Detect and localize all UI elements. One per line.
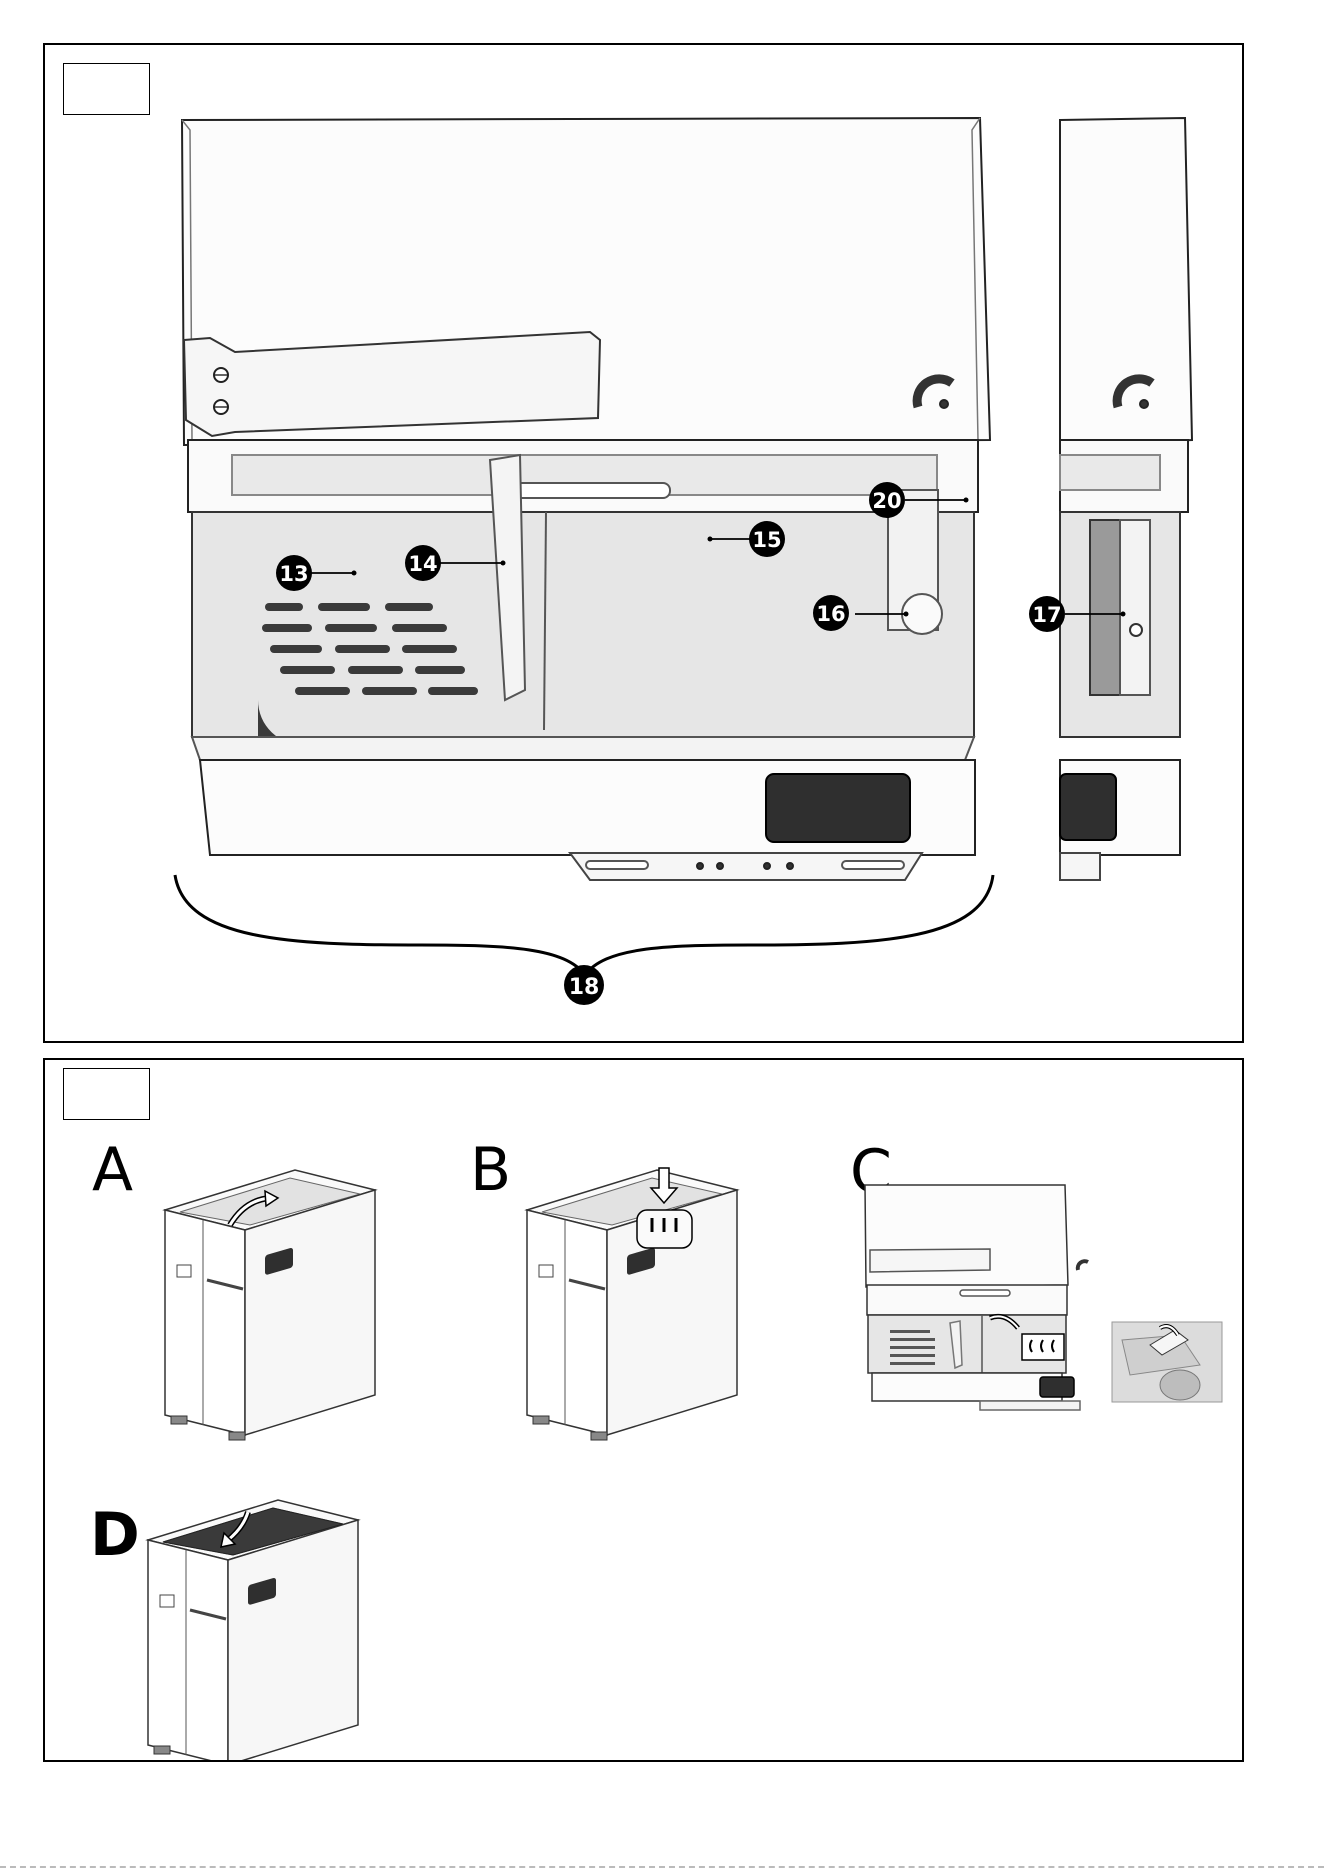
step-b-illustration <box>527 1168 737 1440</box>
page-bottom-dashed-rule <box>0 1866 1324 1868</box>
callout-18: 18 <box>564 965 604 1005</box>
machine-main-view <box>182 118 990 880</box>
callout-14: 14 <box>405 545 441 581</box>
step-d-illustration <box>148 1500 358 1760</box>
machine-side-view <box>1060 118 1192 880</box>
svg-text:18: 18 <box>569 975 600 1000</box>
steps-diagram <box>0 1060 1324 1760</box>
callout-16: 16 <box>813 595 849 631</box>
svg-text:14: 14 <box>408 552 437 576</box>
svg-text:13: 13 <box>279 562 308 586</box>
step-a-illustration <box>165 1170 375 1440</box>
callout-15: 15 <box>749 521 785 557</box>
svg-text:15: 15 <box>752 528 781 552</box>
svg-text:20: 20 <box>872 489 901 513</box>
svg-text:17: 17 <box>1032 603 1061 627</box>
callout-20: 20 <box>869 482 905 518</box>
brace-18 <box>175 875 993 975</box>
step-c-inset <box>1112 1322 1222 1402</box>
step-c-illustration <box>865 1185 1088 1410</box>
svg-text:16: 16 <box>816 602 845 626</box>
callout-17: 17 <box>1029 596 1065 632</box>
machine-front-diagram: 13 14 15 16 17 18 20 <box>0 0 1324 1060</box>
callout-13: 13 <box>276 555 312 591</box>
